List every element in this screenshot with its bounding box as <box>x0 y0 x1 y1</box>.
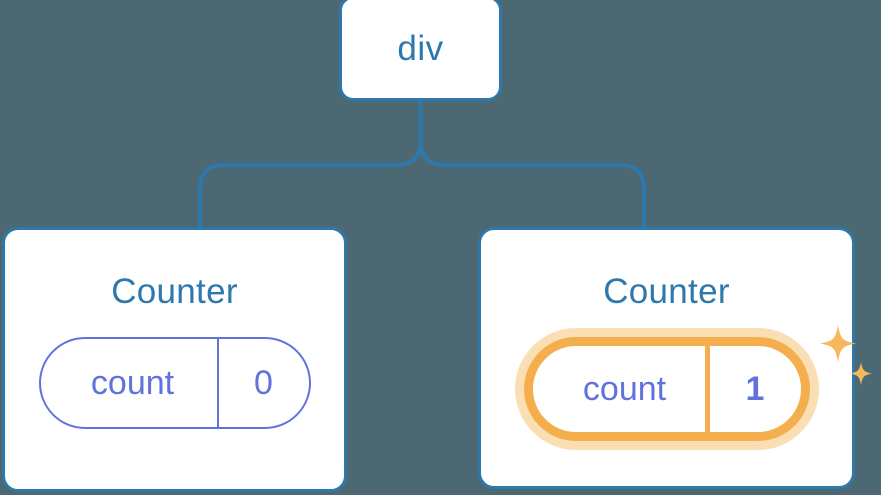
state-value-left: 0 <box>216 339 309 427</box>
state-value-right: 1 <box>704 346 801 432</box>
node-div[interactable]: div <box>339 0 502 101</box>
state-pill-wrapper-right: count 1 <box>523 325 872 441</box>
node-counter-right[interactable]: Counter count 1 <box>478 227 872 489</box>
state-pill-wrapper-left: count 0 <box>38 337 311 429</box>
node-div-label: div <box>397 29 444 68</box>
node-counter-left-label: Counter <box>111 272 238 311</box>
sparkle-large-icon <box>819 325 856 362</box>
state-key-right: count <box>582 369 667 408</box>
state-pill-right[interactable]: count 1 <box>523 337 810 441</box>
state-key-left: count <box>90 363 175 402</box>
sparkle-group <box>819 325 872 385</box>
sparkle-small-icon <box>849 362 872 385</box>
node-counter-right-label: Counter <box>603 272 730 311</box>
state-pill-left[interactable]: count 0 <box>38 337 311 429</box>
node-counter-left[interactable]: Counter count 0 <box>2 227 347 492</box>
